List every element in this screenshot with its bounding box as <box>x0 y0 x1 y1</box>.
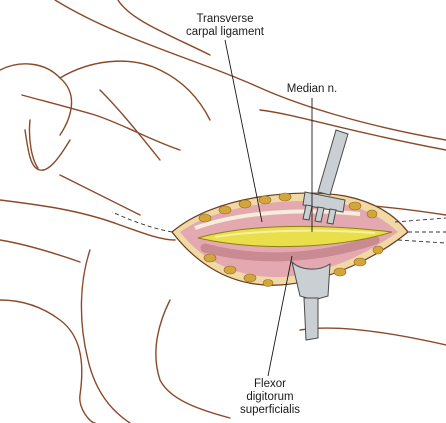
label-flexor-digitorum-superficialis: Flexor digitorum superficialis <box>222 378 318 417</box>
fat-globules <box>198 192 384 287</box>
label-transverse-carpal-ligament: Transverse carpal ligament <box>162 13 288 39</box>
label-line: Median n. <box>286 83 338 95</box>
label-line: Flexor <box>254 378 286 390</box>
incision-extension-lines <box>111 211 446 244</box>
label-median-nerve: Median n. <box>280 83 344 96</box>
leader-flexor-digitorum-superficialis <box>267 255 293 377</box>
lower-retractor <box>291 260 331 341</box>
label-line: superficialis <box>239 404 301 416</box>
label-line: carpal ligament <box>186 26 264 38</box>
leader-transverse-carpal-ligament <box>224 39 263 223</box>
median-nerve <box>197 225 393 248</box>
flexor-digitorum-superficialis-tendon <box>200 235 380 262</box>
upper-retractor <box>302 129 349 225</box>
transverse-carpal-ligament <box>194 209 361 230</box>
leader-lines <box>224 39 313 377</box>
label-line: digitorum <box>246 391 294 403</box>
label-line: Transverse <box>196 13 254 25</box>
